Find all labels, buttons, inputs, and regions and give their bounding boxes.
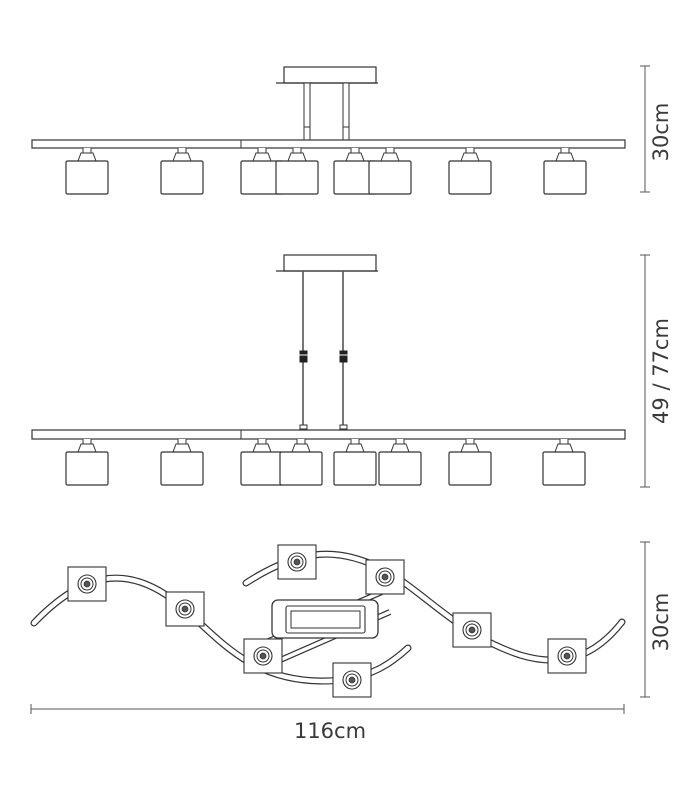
front-view-fixed — [31, 66, 626, 195]
canopy — [283, 66, 377, 84]
height-adjustable-label: 49 / 77cm — [649, 318, 673, 424]
light-bar — [31, 429, 626, 440]
width-label: 116cm — [293, 719, 367, 743]
height-fixed-label: 30cm — [649, 102, 673, 162]
canopy — [283, 254, 377, 272]
front-view-adjustable — [31, 254, 626, 486]
light-bar — [31, 139, 626, 149]
dimension-lines — [30, 65, 650, 714]
top-view — [30, 544, 626, 698]
depth-label: 30cm — [649, 592, 673, 652]
